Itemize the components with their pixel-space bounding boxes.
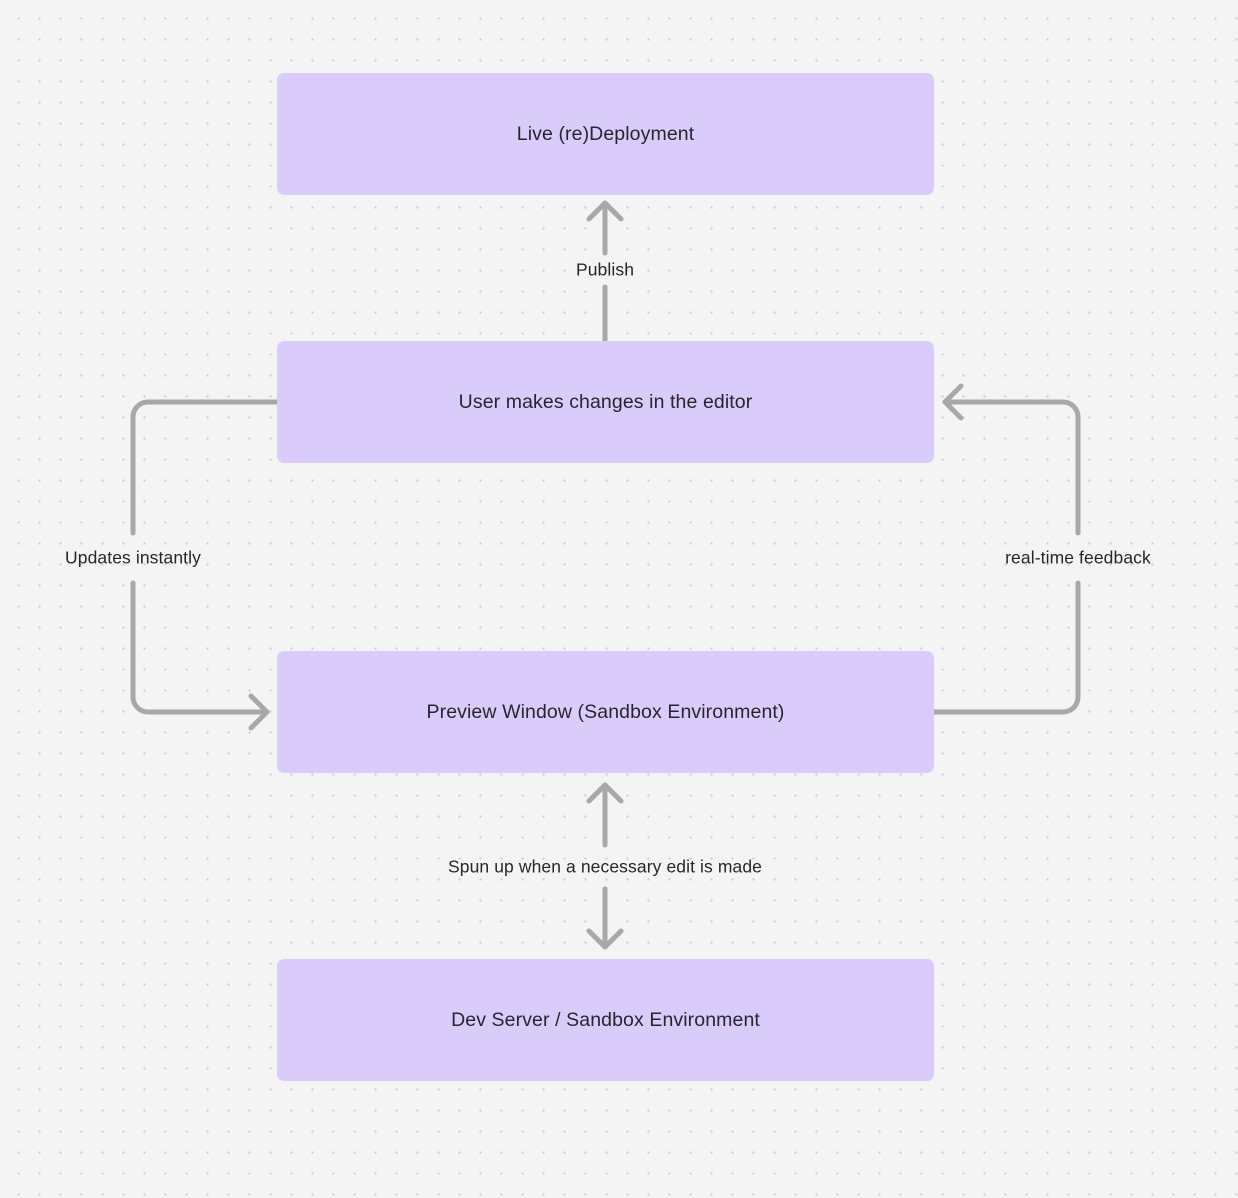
node-user-makes-changes-label: User makes changes in the editor	[458, 390, 753, 413]
node-dev-server-label: Dev Server / Sandbox Environment	[451, 1008, 760, 1031]
node-user-makes-changes[interactable]: User makes changes in the editor	[277, 341, 934, 463]
node-live-redeployment[interactable]: Live (re)Deployment	[277, 73, 934, 195]
node-dev-server[interactable]: Dev Server / Sandbox Environment	[277, 959, 934, 1081]
edge-label-publish: Publish	[575, 259, 635, 280]
node-preview-window-label: Preview Window (Sandbox Environment)	[426, 700, 785, 723]
node-live-redeployment-label: Live (re)Deployment	[516, 122, 695, 145]
edge-label-real-time-feedback: real-time feedback	[1005, 547, 1151, 568]
edge-label-updates-instantly: Updates instantly	[65, 547, 201, 568]
node-preview-window[interactable]: Preview Window (Sandbox Environment)	[277, 651, 934, 773]
edge-label-spun-up: Spun up when a necessary edit is made	[447, 856, 763, 877]
